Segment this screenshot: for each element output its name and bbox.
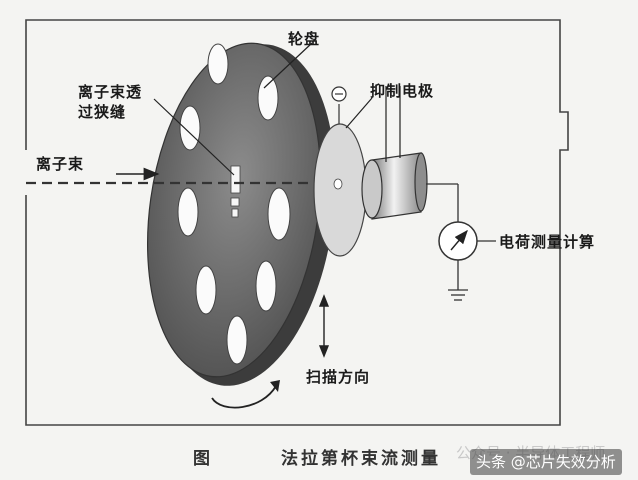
slit-label: 离子束透 过狭缝 bbox=[78, 82, 142, 122]
watermark: 头条 @芯片失效分析 bbox=[470, 449, 622, 475]
charge-measure-label: 电荷测量计算 bbox=[499, 231, 595, 252]
suppressor-label: 抑制电极 bbox=[370, 80, 434, 101]
wheel-label: 轮盘 bbox=[288, 28, 320, 49]
figure-title: 法拉第杯束流测量 bbox=[281, 444, 441, 469]
scan-direction-label: 扫描方向 bbox=[306, 366, 370, 387]
rotation-arrow bbox=[212, 386, 276, 408]
scan-arrow bbox=[320, 296, 328, 356]
suppressor-disc bbox=[314, 124, 366, 256]
ion-beam-label: 离子束 bbox=[36, 153, 84, 174]
figure-label: 图 bbox=[193, 444, 213, 469]
